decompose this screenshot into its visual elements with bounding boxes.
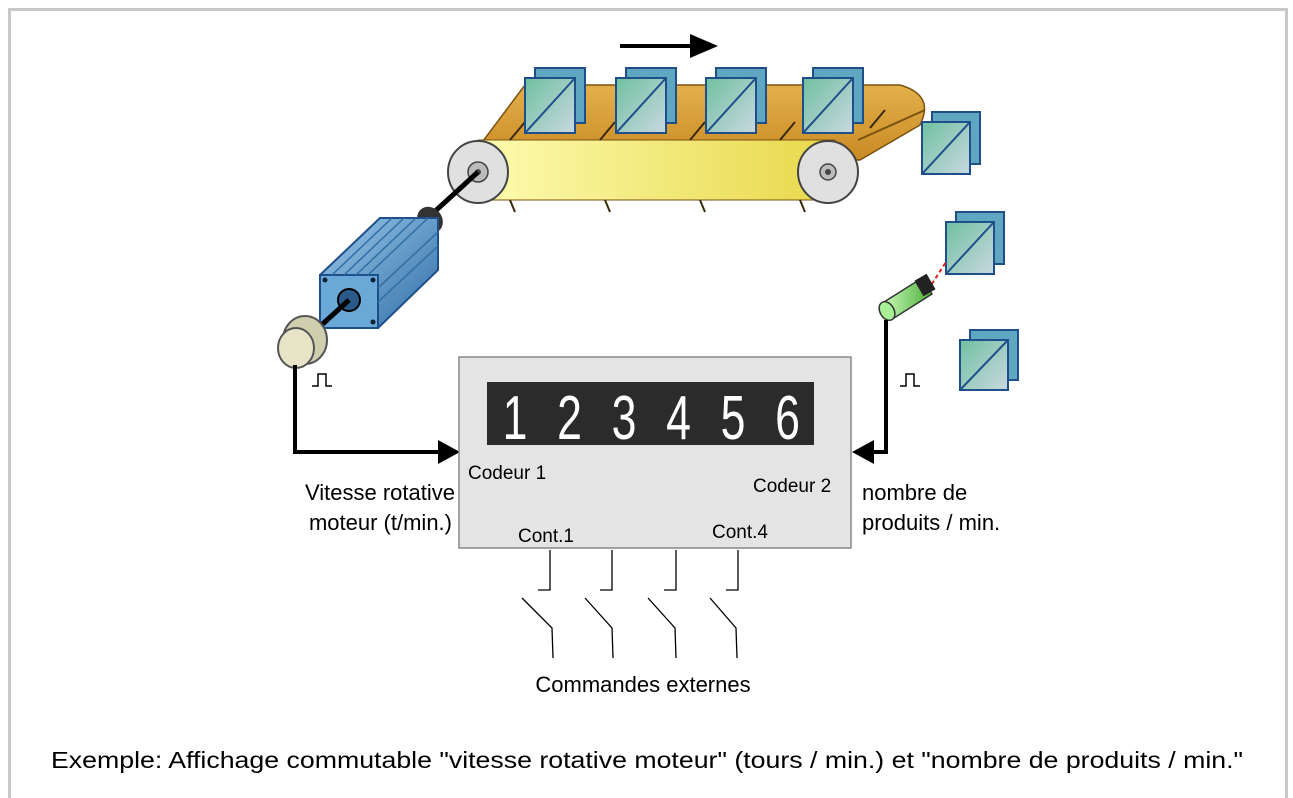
left-label-line2: moteur (t/min.): [309, 510, 452, 535]
display-digit: 4: [666, 384, 691, 453]
motor-assembly: [277, 170, 480, 369]
external-contacts: [521, 550, 739, 659]
digit-display: [487, 382, 814, 445]
left-label-line1: Vitesse rotative: [305, 480, 455, 505]
external-commands-label: Commandes externes: [535, 672, 750, 697]
display-digit: 3: [612, 384, 637, 453]
display-digit: 5: [721, 384, 746, 453]
right-label-line1: nombre de: [862, 480, 967, 505]
encoder1-label: Codeur 1: [468, 463, 546, 484]
display-digit: 2: [557, 384, 582, 453]
contact4-label: Cont.4: [712, 522, 768, 543]
display-digit: 1: [503, 384, 528, 453]
right-label-line2: produits / min.: [862, 510, 1000, 535]
signal-lines: [293, 320, 920, 464]
product-sensor: [878, 261, 947, 322]
encoder2-label: Codeur 2: [753, 476, 831, 497]
display-digit: 6: [775, 384, 800, 453]
caption: Exemple: Affichage commutable "vitesse r…: [51, 747, 1243, 773]
conveyor-belt: [447, 84, 926, 213]
product-boxes: [524, 67, 1019, 391]
contact1-label: Cont.1: [518, 526, 574, 547]
direction-arrow: [620, 34, 718, 58]
